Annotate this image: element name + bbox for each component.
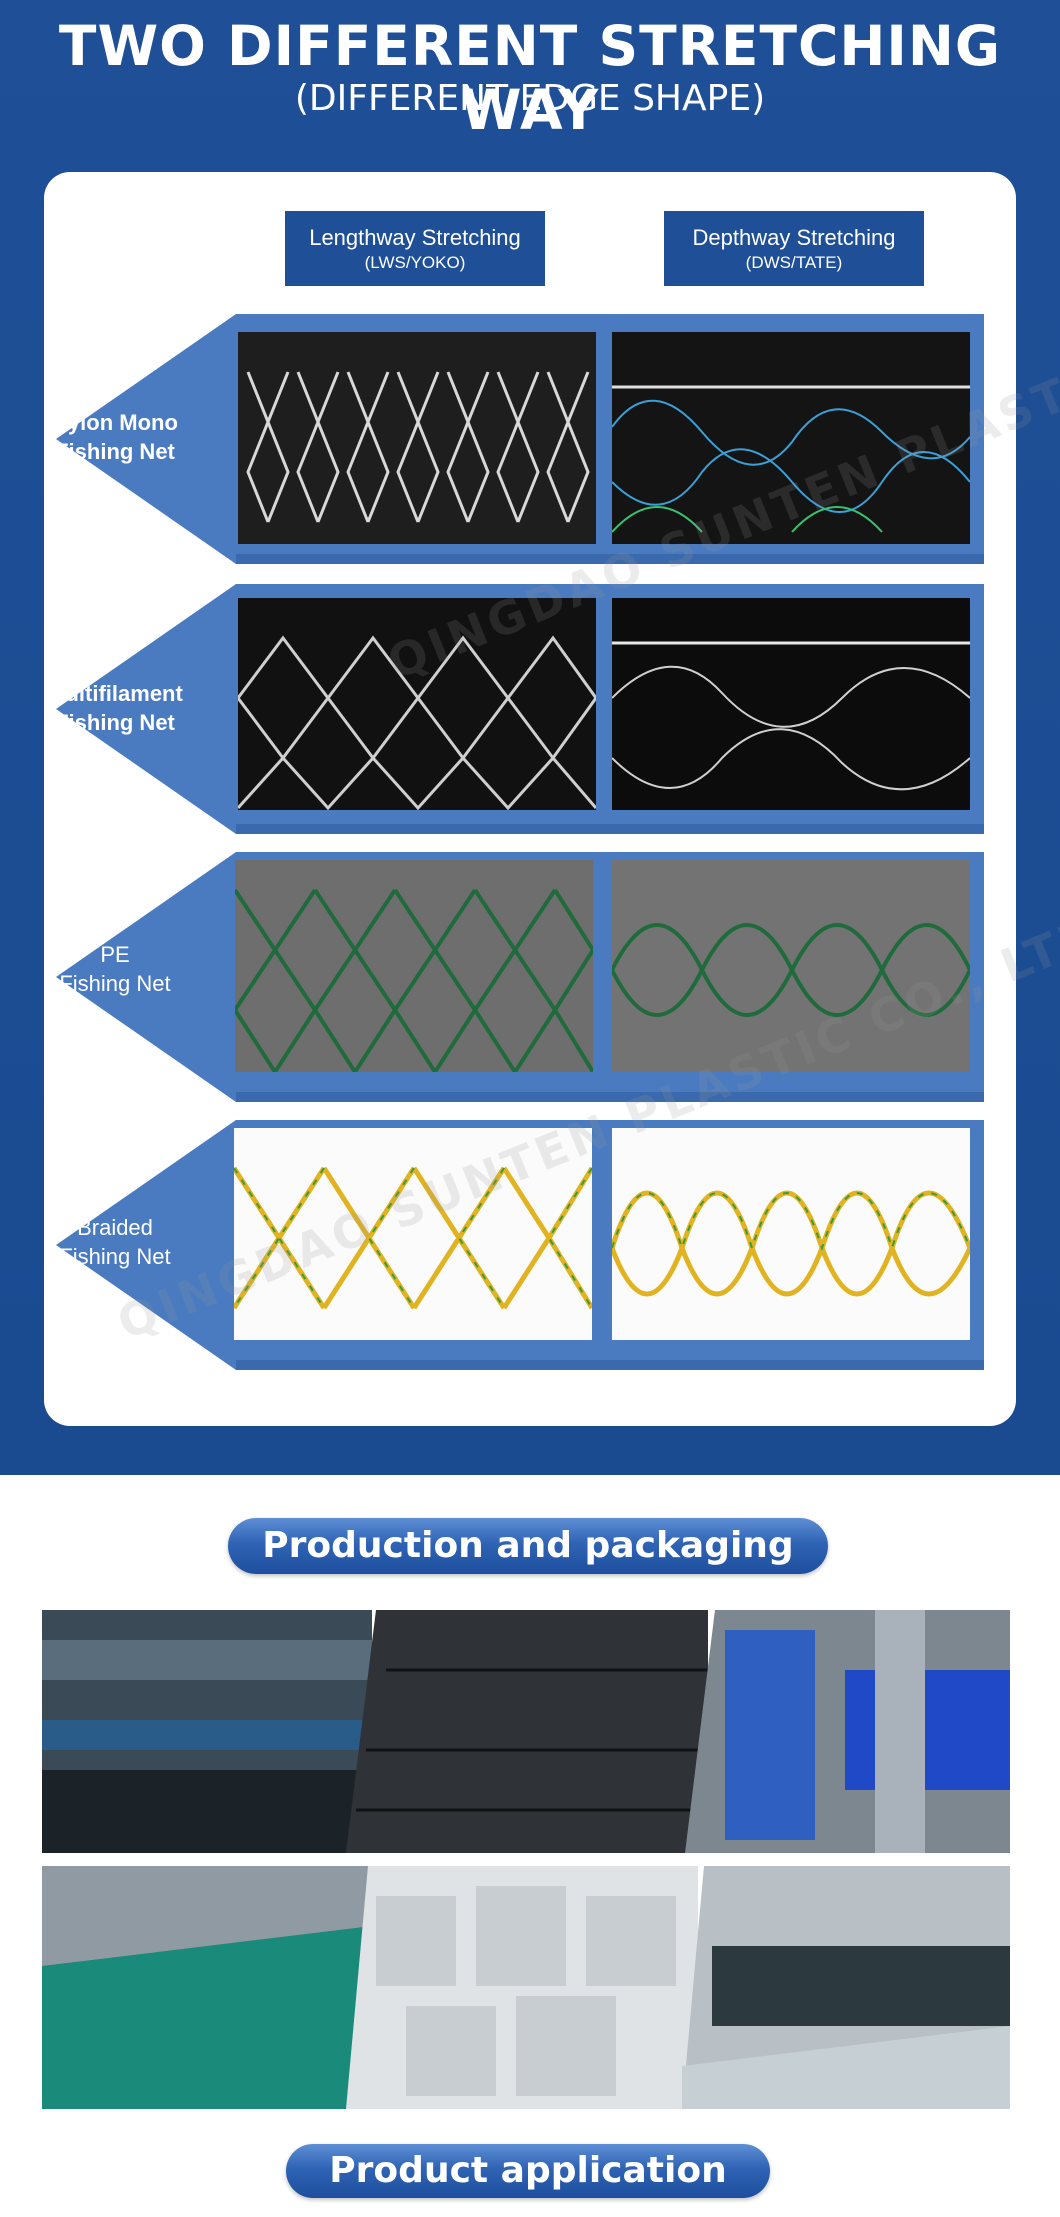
column-header-title: Lengthway Stretching: [309, 225, 521, 250]
factory-image: [685, 1610, 1010, 1853]
net-image: [612, 1128, 970, 1340]
column-header-code: (LWS/YOKO): [364, 253, 466, 272]
net-image: [612, 860, 970, 1072]
net-image: [238, 598, 596, 810]
row-label-braided: Braided Fishing Net: [59, 1215, 171, 1269]
nylon-mono-lws-net-photo: [238, 332, 596, 544]
factory-image: [346, 1610, 708, 1853]
net-image: [612, 598, 970, 810]
column-header-lws: Lengthway Stretching (LWS/YOKO): [285, 211, 545, 286]
section-title-application: Product application: [286, 2144, 770, 2198]
net-image: [238, 332, 596, 544]
row-label-nylon-mono: Nylon Mono Fishing Net: [52, 410, 178, 464]
factory-image: [42, 1610, 372, 1853]
column-header-dws: Depthway Stretching (DWS/TATE): [664, 211, 924, 286]
knitting-machine-photo: [42, 1610, 372, 1853]
braided-dws-net-photo: [612, 1128, 970, 1340]
thread-spools-photo: [685, 1610, 1010, 1853]
page-title: TWO DIFFERENT STRETCHING WAY: [58, 14, 1002, 142]
winding-net-photo: [346, 1610, 708, 1853]
factory-image: [682, 1866, 1010, 2109]
section-title-production: Production and packaging: [228, 1518, 828, 1574]
multifilament-dws-net-photo: [612, 598, 970, 810]
net-image: [234, 1128, 592, 1340]
braided-lws-net-photo: [234, 1128, 592, 1340]
row-label-multifilament: Multifilament Fishing Net: [47, 681, 183, 735]
net-image: [612, 332, 970, 544]
column-header-code: (DWS/TATE): [745, 253, 843, 272]
factory-image: [42, 1866, 372, 2109]
column-header-title: Depthway Stretching: [692, 225, 896, 250]
multifilament-lws-net-photo: [238, 598, 596, 810]
green-net-machine-photo: [42, 1866, 372, 2109]
packaged-bales-photo: [346, 1866, 698, 2109]
net-image: [235, 860, 593, 1072]
warehouse-photo: [682, 1866, 1010, 2109]
pe-lws-net-photo: [235, 860, 593, 1072]
nylon-mono-dws-net-photo: [612, 332, 970, 544]
row-label-pe: PE Fishing Net: [59, 942, 171, 996]
pe-dws-net-photo: [612, 860, 970, 1072]
page-subtitle: (DIFFERENT EDGE SHAPE): [294, 78, 766, 119]
factory-image: [346, 1866, 698, 2109]
